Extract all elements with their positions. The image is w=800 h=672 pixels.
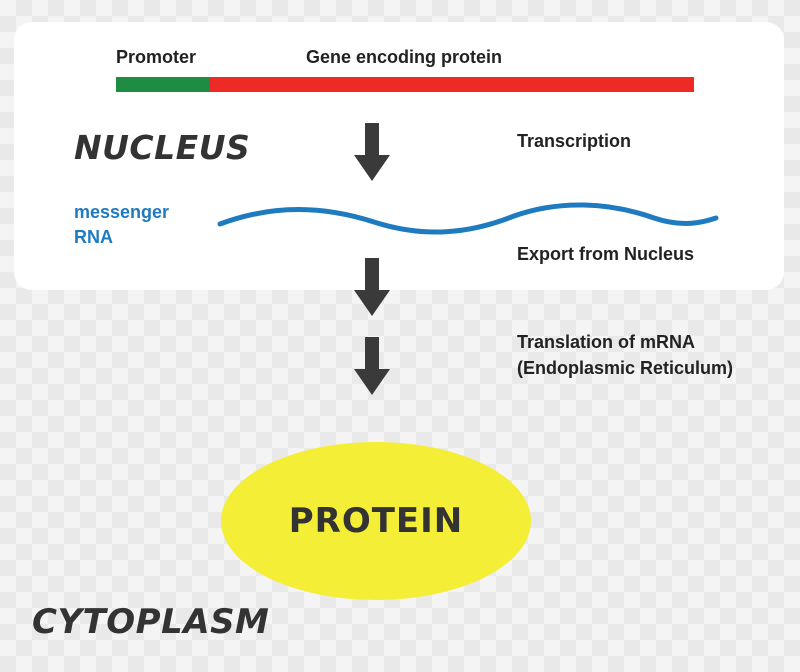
translation-label: Translation of mRNA (Endoplasmic Reticul… [517,329,733,381]
transcription-arrow-icon [354,123,390,181]
promoter-label: Promoter [116,47,197,67]
cytoplasm-label: CYTOPLASM [32,602,270,642]
mrna-label: messenger RNA [74,200,169,250]
export-arrow-icon [354,258,390,316]
translation-arrow-icon [354,337,390,395]
gene-coding-label: Gene encoding protein [306,47,503,67]
export-label: Export from Nucleus [517,244,695,264]
translation-label-line1: Translation of mRNA [517,332,696,352]
protein-label: PROTEIN [288,501,464,541]
transcription-label: Transcription [517,131,632,151]
promoter-bar [116,77,210,92]
mrna-wave [217,202,719,235]
gene-coding-bar [210,77,694,92]
mrna-label-line2: RNA [74,227,113,247]
mrna-label-line1: messenger [74,202,170,222]
nucleus-label: NUCLEUS [74,128,251,167]
protein-blob: PROTEIN [221,442,531,600]
translation-label-line2: (Endoplasmic Reticulum) [517,358,734,378]
nucleus-panel [14,22,784,290]
